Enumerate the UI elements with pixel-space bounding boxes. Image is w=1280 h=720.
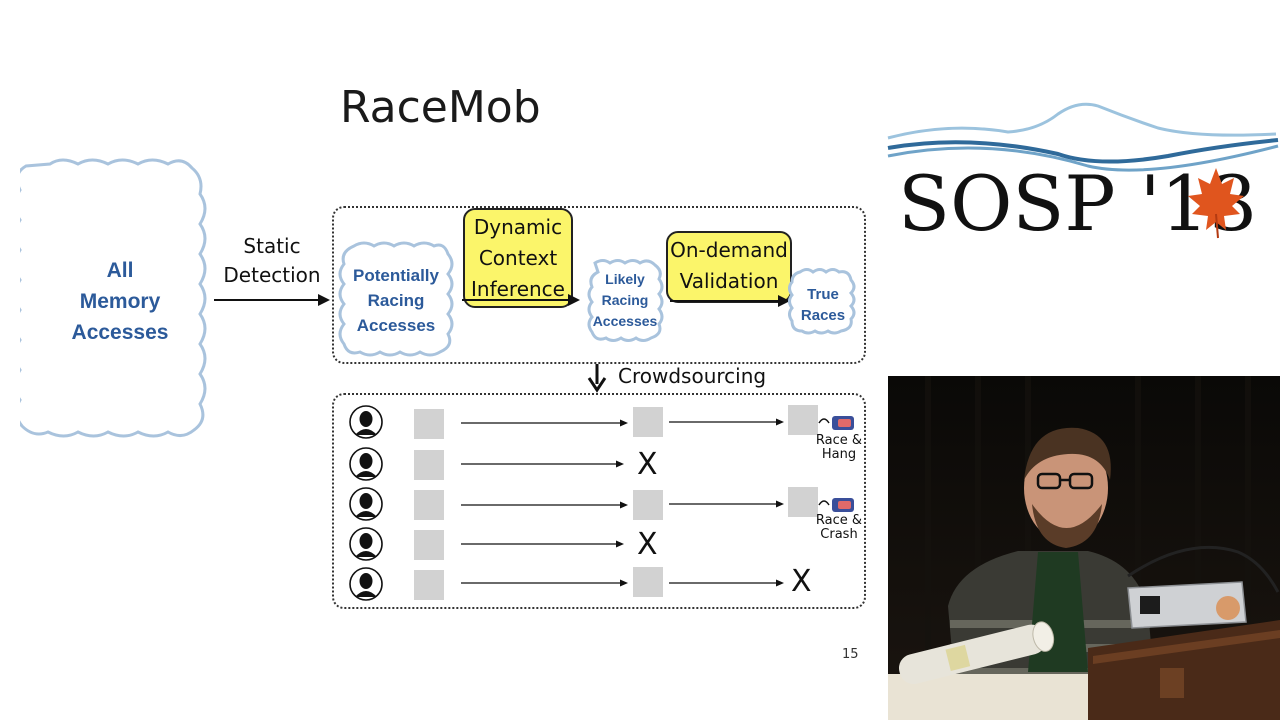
- pipeline-box: [332, 206, 866, 364]
- static-arrow: [214, 294, 330, 306]
- on-demand-box: On-demand Validation: [666, 231, 792, 303]
- page-number: 15: [842, 647, 859, 662]
- on-demand-line1: On-demand: [670, 238, 788, 262]
- bug-tag-icon: [818, 416, 854, 430]
- gray-square: [414, 530, 444, 560]
- crowdsourcing-arrow: [587, 364, 607, 393]
- race-crash-line1: Race &: [815, 513, 863, 528]
- true-races-cloud: [788, 268, 856, 335]
- potentially-line2: Racing: [367, 291, 425, 310]
- all-memory-cloud: [20, 158, 207, 438]
- race-hang-line2: Hang: [821, 447, 857, 462]
- gray-square: [414, 409, 444, 439]
- fail-x-mark: X: [637, 527, 658, 562]
- gray-square: [414, 570, 444, 600]
- fail-x-mark: X: [637, 447, 658, 482]
- all-memory-line1: All: [106, 259, 134, 282]
- gray-square: [414, 450, 444, 480]
- gray-square: [788, 487, 818, 517]
- static-label-2: Detection: [223, 263, 321, 287]
- gray-square: [633, 567, 663, 597]
- row-arrow: [669, 579, 784, 587]
- likely-line3: Accesses: [592, 313, 658, 329]
- user-icon: [349, 567, 383, 601]
- potentially-line1: Potentially: [353, 266, 439, 285]
- row-arrow: [669, 500, 784, 508]
- crowdsourcing-box: [332, 393, 866, 609]
- user-icon: [349, 527, 383, 561]
- gray-square: [633, 490, 663, 520]
- gray-square: [633, 407, 663, 437]
- true-races-line1: True: [807, 286, 839, 303]
- dynamic-line3: Inference: [471, 277, 565, 301]
- all-memory-line3: Accesses: [71, 321, 169, 344]
- dynamic-arrow: [462, 294, 580, 306]
- row-arrow: [461, 460, 624, 468]
- validation-arrow: [670, 295, 790, 307]
- row-arrow: [669, 418, 784, 426]
- dynamic-context-box: Dynamic Context Inference: [463, 208, 573, 308]
- user-icon: [349, 447, 383, 481]
- static-label-1: Static: [243, 234, 301, 258]
- slide-title: RaceMob: [340, 82, 541, 133]
- row-arrow: [461, 419, 628, 427]
- crowdsourcing-label: Crowdsourcing: [618, 364, 767, 388]
- gray-square: [414, 490, 444, 520]
- speaker-video: [888, 376, 1280, 720]
- fail-x-mark: X: [791, 564, 812, 599]
- maple-leaf-icon: [1188, 168, 1244, 239]
- dynamic-line2: Context: [478, 246, 558, 270]
- bug-tag-icon: [818, 498, 854, 512]
- likely-racing-cloud: [587, 259, 664, 342]
- row-arrow: [461, 501, 628, 509]
- race-crash-line2: Crash: [820, 527, 858, 542]
- user-icon: [349, 487, 383, 521]
- user-icon: [349, 405, 383, 439]
- likely-line2: Racing: [601, 292, 649, 308]
- row-arrow: [461, 579, 628, 587]
- true-races-line2: Races: [800, 307, 846, 324]
- race-hang-line1: Race &: [815, 433, 863, 448]
- all-memory-line2: Memory: [79, 290, 161, 313]
- sosp-logo: SOSP '13: [887, 102, 1279, 248]
- gray-square: [788, 405, 818, 435]
- dynamic-line1: Dynamic: [473, 215, 563, 239]
- potentially-line3: Accesses: [356, 316, 436, 335]
- likely-line1: Likely: [605, 271, 645, 287]
- on-demand-line2: Validation: [679, 269, 779, 293]
- potentially-racing-cloud: [338, 241, 454, 357]
- row-arrow: [461, 540, 624, 548]
- speaker-scene: [888, 376, 1280, 720]
